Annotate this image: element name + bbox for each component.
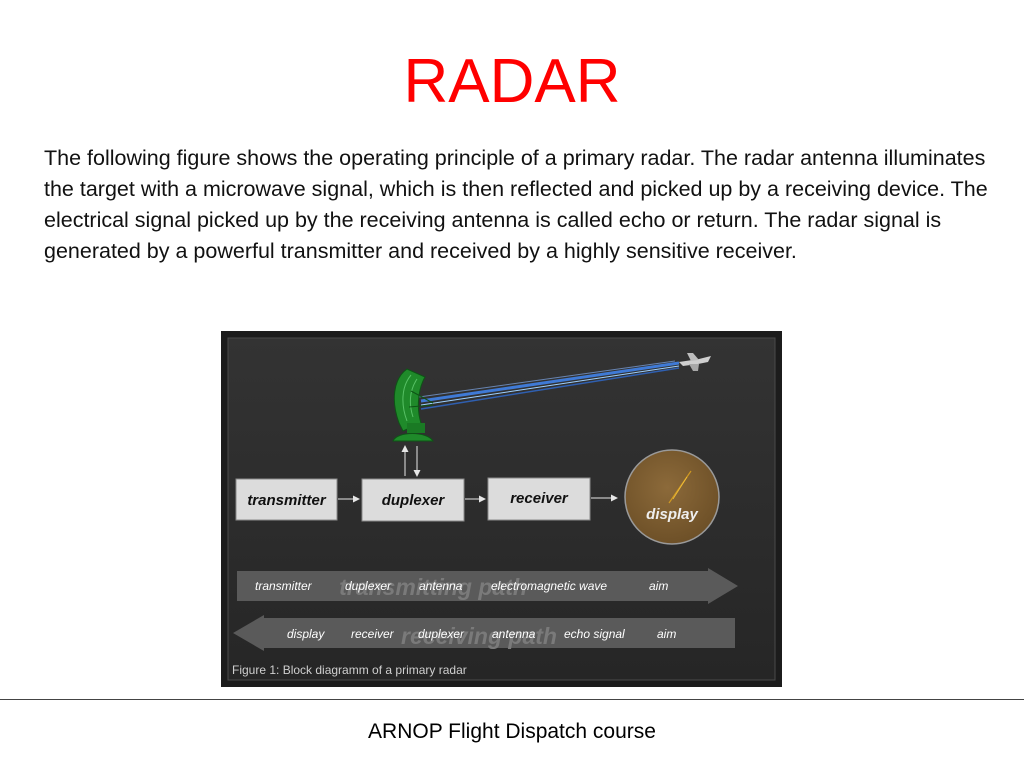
tx-step: aim xyxy=(649,579,668,593)
display-label: display xyxy=(646,506,698,523)
rx-step: duplexer xyxy=(418,627,465,641)
rx-step: display xyxy=(287,627,325,641)
duplexer-label: duplexer xyxy=(382,492,446,509)
rx-step: receiver xyxy=(351,627,395,641)
radar-beam xyxy=(418,360,680,410)
tx-step: transmitter xyxy=(255,579,313,593)
rx-step: echo signal xyxy=(564,627,625,641)
footer-text: ARNOP Flight Dispatch course xyxy=(368,720,656,743)
transmitter-label: transmitter xyxy=(247,492,327,509)
tx-step: duplexer xyxy=(345,579,392,593)
receiving-path-watermark: receiving path xyxy=(401,623,557,649)
transmitting-path-steps: transmitter duplexer antenna electromagn… xyxy=(255,579,668,593)
duplexer-block: duplexer xyxy=(361,478,465,522)
figure-caption: Figure 1: Block diagramm of a primary ra… xyxy=(232,663,467,677)
slide-title: RADAR xyxy=(403,47,621,116)
radar-diagram-svg: transmitter duplexer receiver display tr… xyxy=(227,337,776,681)
aircraft-icon xyxy=(679,353,711,371)
receiver-block: receiver xyxy=(487,477,591,521)
slide-body-text: The following figure shows the operating… xyxy=(44,146,988,263)
transmitter-block: transmitter xyxy=(235,478,338,521)
transmitting-path-watermark: transmitting path xyxy=(339,574,527,600)
rx-step: aim xyxy=(657,627,676,641)
tx-step: antenna xyxy=(419,579,463,593)
display-block: display xyxy=(624,449,720,545)
receiving-path-steps: display receiver duplexer antenna echo s… xyxy=(287,627,676,641)
antenna-icon xyxy=(392,368,434,442)
transmitting-path-arrow: transmitting path transmitter duplexer a… xyxy=(237,568,738,604)
radar-block-diagram: transmitter duplexer receiver display tr… xyxy=(221,331,782,687)
receiver-label: receiver xyxy=(510,490,569,507)
receiving-path-arrow: receiving path display receiver duplexer… xyxy=(233,615,735,651)
rx-step: antenna xyxy=(492,627,536,641)
footer-divider xyxy=(0,699,1024,700)
tx-step: electromagnetic wave xyxy=(491,579,607,593)
